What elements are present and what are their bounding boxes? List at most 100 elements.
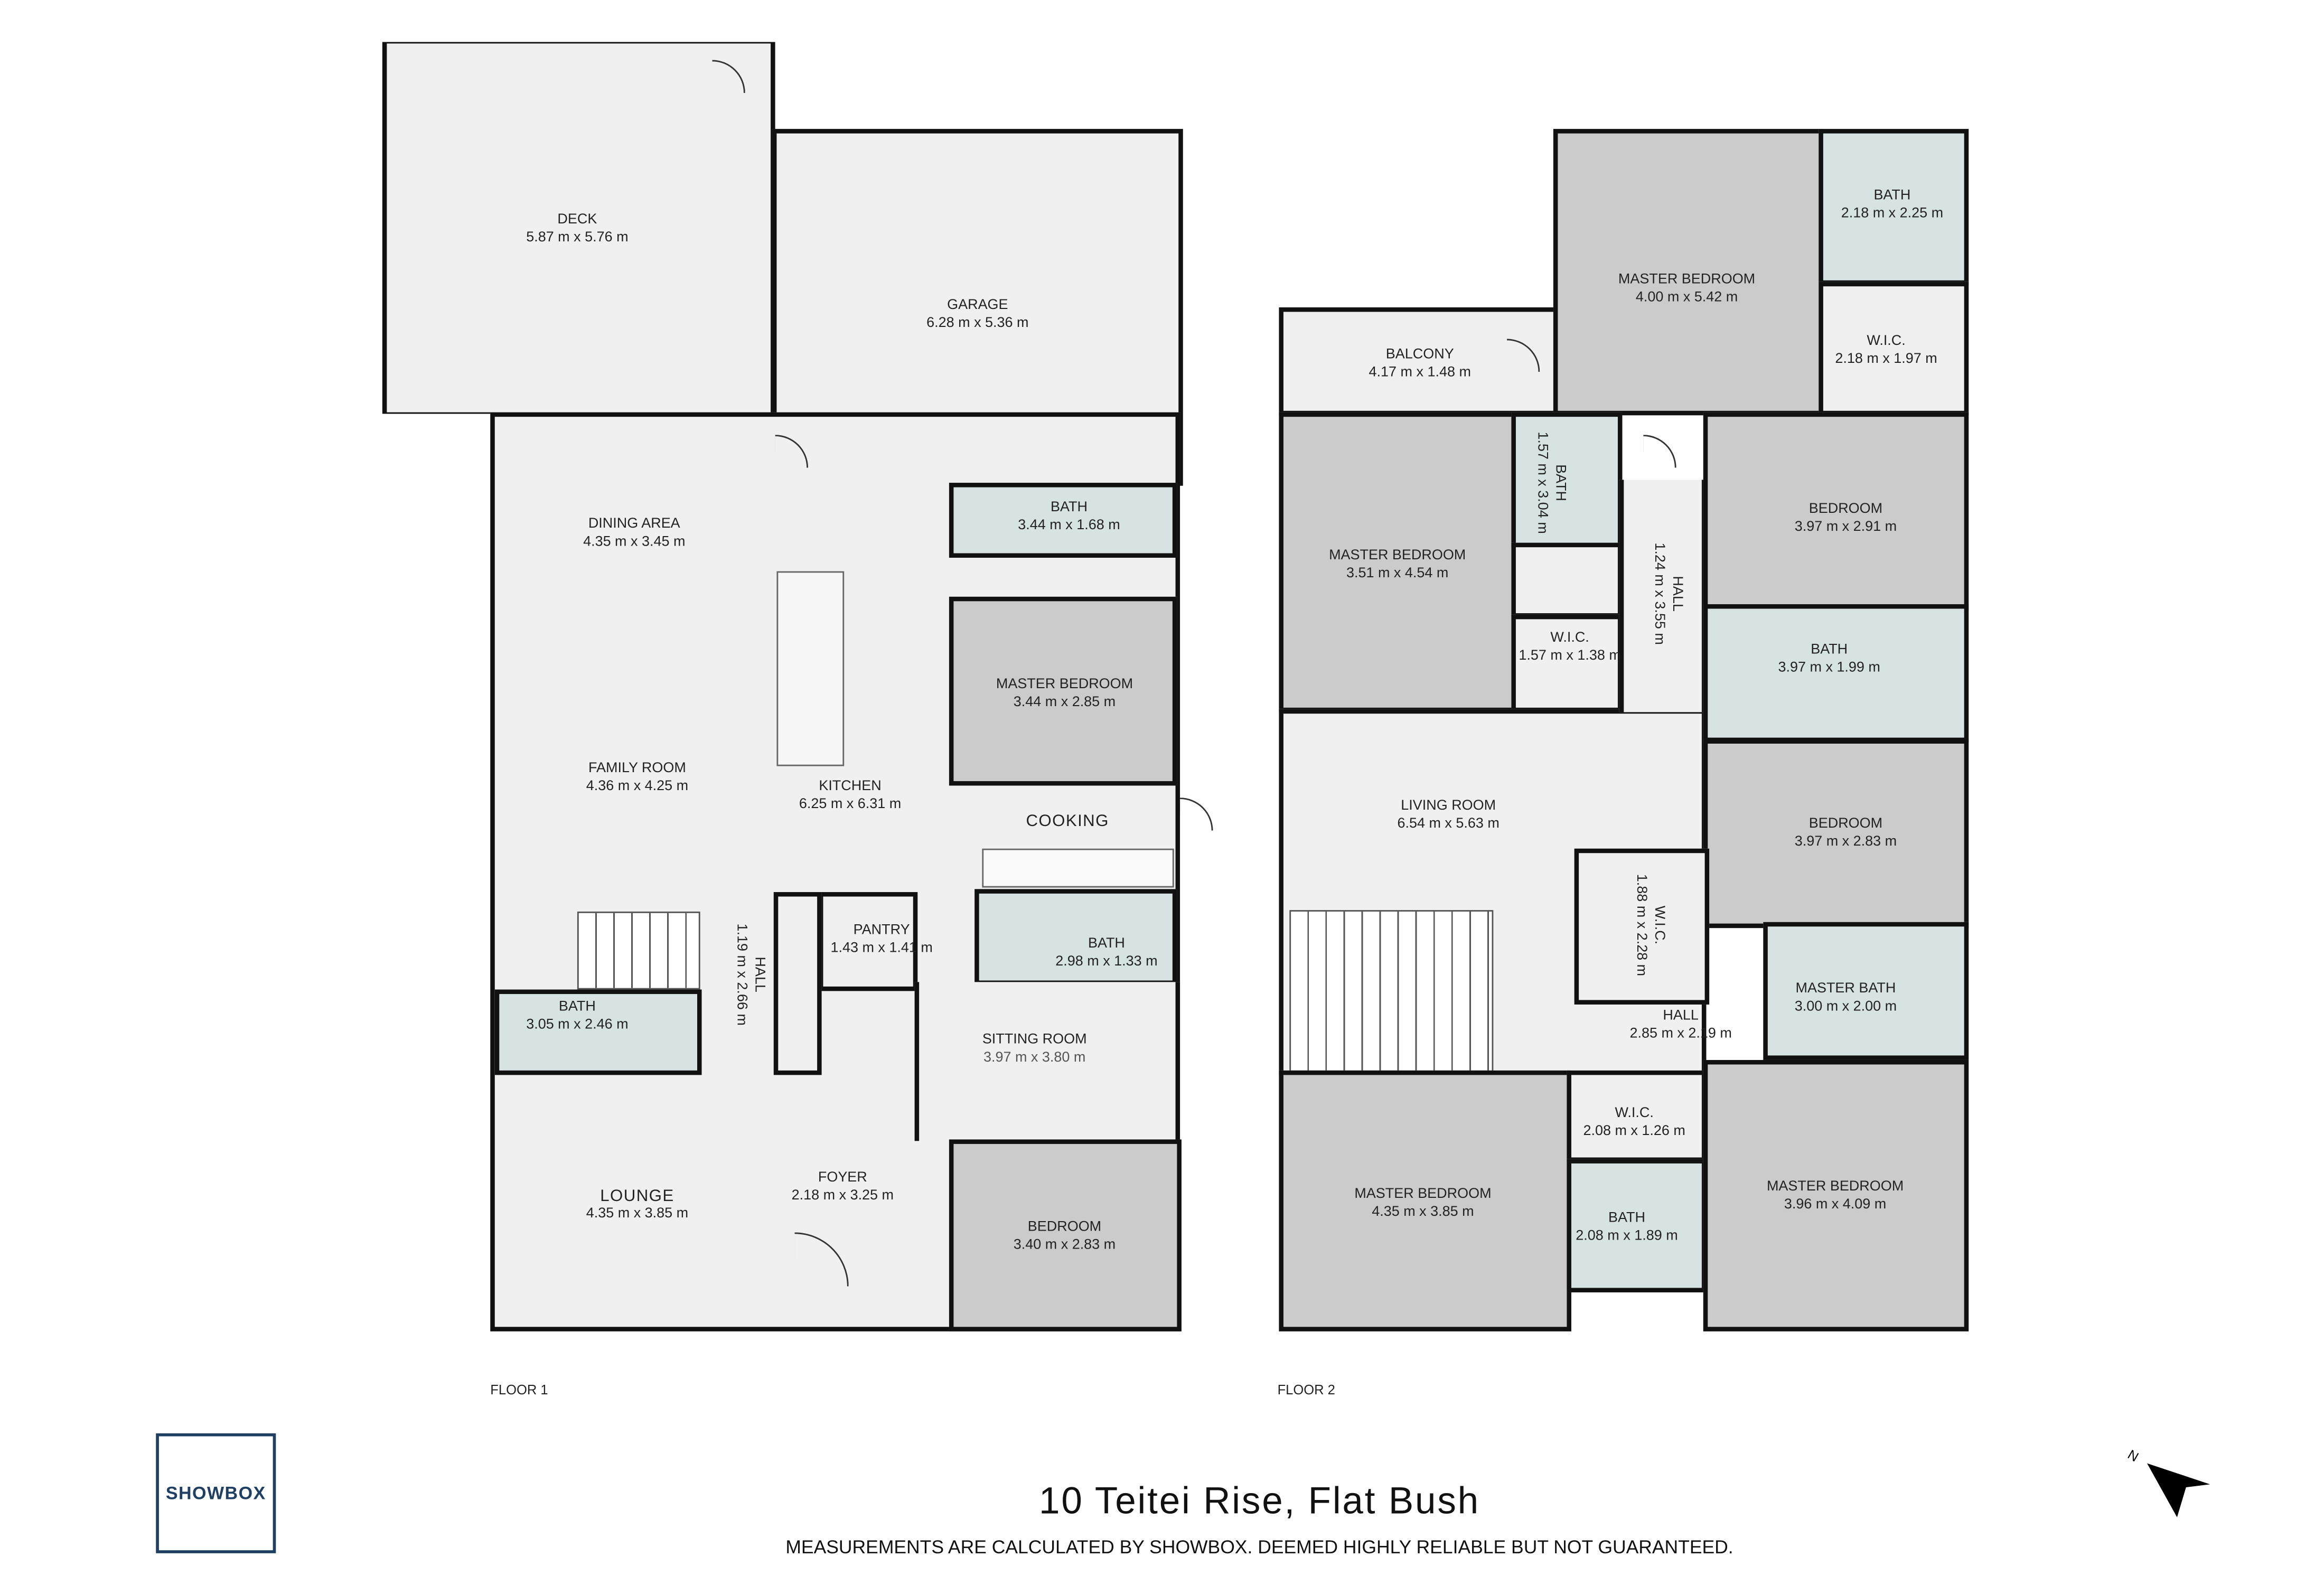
room-dims: 1.57 m x 1.38 m	[1519, 648, 1621, 664]
north-label: N	[2126, 1447, 2141, 1465]
wic-vertical-area	[1574, 848, 1710, 1005]
master-bath-area	[1763, 922, 1969, 1060]
bedroom-area	[949, 1139, 1182, 1331]
room-name: BATH	[1608, 1209, 1645, 1227]
room-dims: 1.24 m x 3.55 m	[1651, 542, 1667, 645]
room-name: DINING AREA	[588, 515, 680, 532]
room-dims: 2.18 m x 3.25 m	[791, 1187, 894, 1204]
room-dims: 3.97 m x 2.91 m	[1794, 519, 1897, 536]
room-dims: 3.96 m x 4.09 m	[1784, 1196, 1887, 1213]
room-dims: 1.88 m x 2.28 m	[1633, 874, 1650, 977]
room-dims: 4.36 m x 4.25 m	[586, 778, 689, 795]
room-wic-vertical: W.I.C.1.88 m x 2.28 m	[1632, 874, 1667, 976]
staircase	[1289, 910, 1494, 1072]
room-dims: 6.28 m x 5.36 m	[926, 315, 1029, 332]
room-name: BALCONY	[1385, 346, 1454, 363]
deck-area	[382, 42, 775, 414]
room-dims: 1.19 m x 2.66 m	[733, 923, 750, 1026]
bath-bottom-area	[1567, 1159, 1707, 1292]
room-dims: 6.54 m x 5.63 m	[1397, 815, 1500, 832]
room-dims: 4.35 m x 3.85 m	[586, 1205, 689, 1222]
room-dims: 2.18 m x 2.25 m	[1841, 205, 1944, 222]
north-arrow-icon: N	[2126, 1447, 2210, 1517]
room-name: MASTER BEDROOM	[1329, 547, 1466, 564]
bath-mid-area	[1703, 604, 1969, 743]
room-dims: 2.98 m x 1.33 m	[1055, 953, 1158, 970]
room-dims: 3.97 m x 2.83 m	[1794, 833, 1897, 850]
kitchen-island	[776, 571, 845, 766]
master-bedroom-br-area	[1703, 1059, 1969, 1331]
room-name: DECK	[557, 211, 597, 228]
door[interactable]	[1180, 798, 1213, 831]
room-name: W.I.C.	[1615, 1105, 1654, 1122]
bedroom-1-area	[1703, 412, 1969, 611]
room-name: MASTER BEDROOM	[996, 676, 1133, 693]
room-dims: 4.17 m x 1.48 m	[1369, 364, 1471, 381]
room-name: COOKING	[1026, 812, 1109, 831]
room-name: FAMILY ROOM	[588, 760, 686, 777]
room-wic-top-right: W.I.C.2.18 m x 1.97 m	[1835, 333, 1937, 369]
room-cooking: COOKING	[1026, 813, 1109, 831]
room-name: HALL	[1663, 1007, 1699, 1024]
room-name: W.I.C.	[1651, 905, 1667, 945]
room-name: GARAGE	[947, 297, 1008, 314]
room-dims: 2.18 m x 1.97 m	[1835, 351, 1937, 368]
room-dims: 3.05 m x 2.46 m	[526, 1016, 629, 1033]
floor-1-label: FLOOR 1	[490, 1382, 548, 1398]
room-dims: 3.44 m x 1.68 m	[1018, 517, 1120, 534]
room-dims: 3.97 m x 3.80 m	[983, 1049, 1086, 1066]
door[interactable]	[1643, 435, 1676, 468]
master-bedroom-top-area	[1553, 129, 1823, 416]
room-name: FOYER	[818, 1169, 867, 1186]
room-dims: 4.35 m x 3.45 m	[583, 533, 686, 550]
room-name: BATH	[1088, 935, 1125, 952]
hall-vertical-area	[1619, 480, 1707, 712]
room-name: BEDROOM	[1808, 815, 1883, 832]
room-name: PANTRY	[853, 922, 910, 939]
room-dims: 4.00 m x 5.42 m	[1635, 289, 1738, 306]
room-dims: 3.97 m x 1.99 m	[1778, 660, 1880, 677]
sitting-room-area	[914, 982, 1180, 1141]
room-name: BEDROOM	[1808, 501, 1883, 518]
room-dims: 2.08 m x 1.26 m	[1583, 1123, 1685, 1140]
hall-closet	[773, 892, 822, 1075]
bath-mid-area	[974, 889, 1177, 986]
property-address: 10 Teitei Rise, Flat Bush	[1039, 1480, 1480, 1523]
room-dims: 2.08 m x 1.89 m	[1576, 1227, 1678, 1245]
pantry-area	[818, 892, 918, 991]
floor-2-label: FLOOR 2	[1277, 1382, 1335, 1398]
wic-top-right-area	[1819, 282, 1969, 416]
room-name: MASTER BEDROOM	[1354, 1186, 1492, 1203]
room-dims: 2.85 m x 2.19 m	[1629, 1025, 1732, 1042]
room-name: MASTER BEDROOM	[1766, 1178, 1904, 1195]
room-dims: 3.40 m x 2.83 m	[1013, 1236, 1116, 1254]
master-bedroom-area	[949, 596, 1177, 786]
room-wic-bottom: W.I.C.2.08 m x 1.26 m	[1583, 1105, 1685, 1141]
room-name: LIVING ROOM	[1401, 798, 1496, 814]
room-name: BEDROOM	[1027, 1218, 1102, 1236]
room-dims: 3.51 m x 4.54 m	[1346, 565, 1449, 582]
room-name: HALL	[1669, 576, 1685, 612]
